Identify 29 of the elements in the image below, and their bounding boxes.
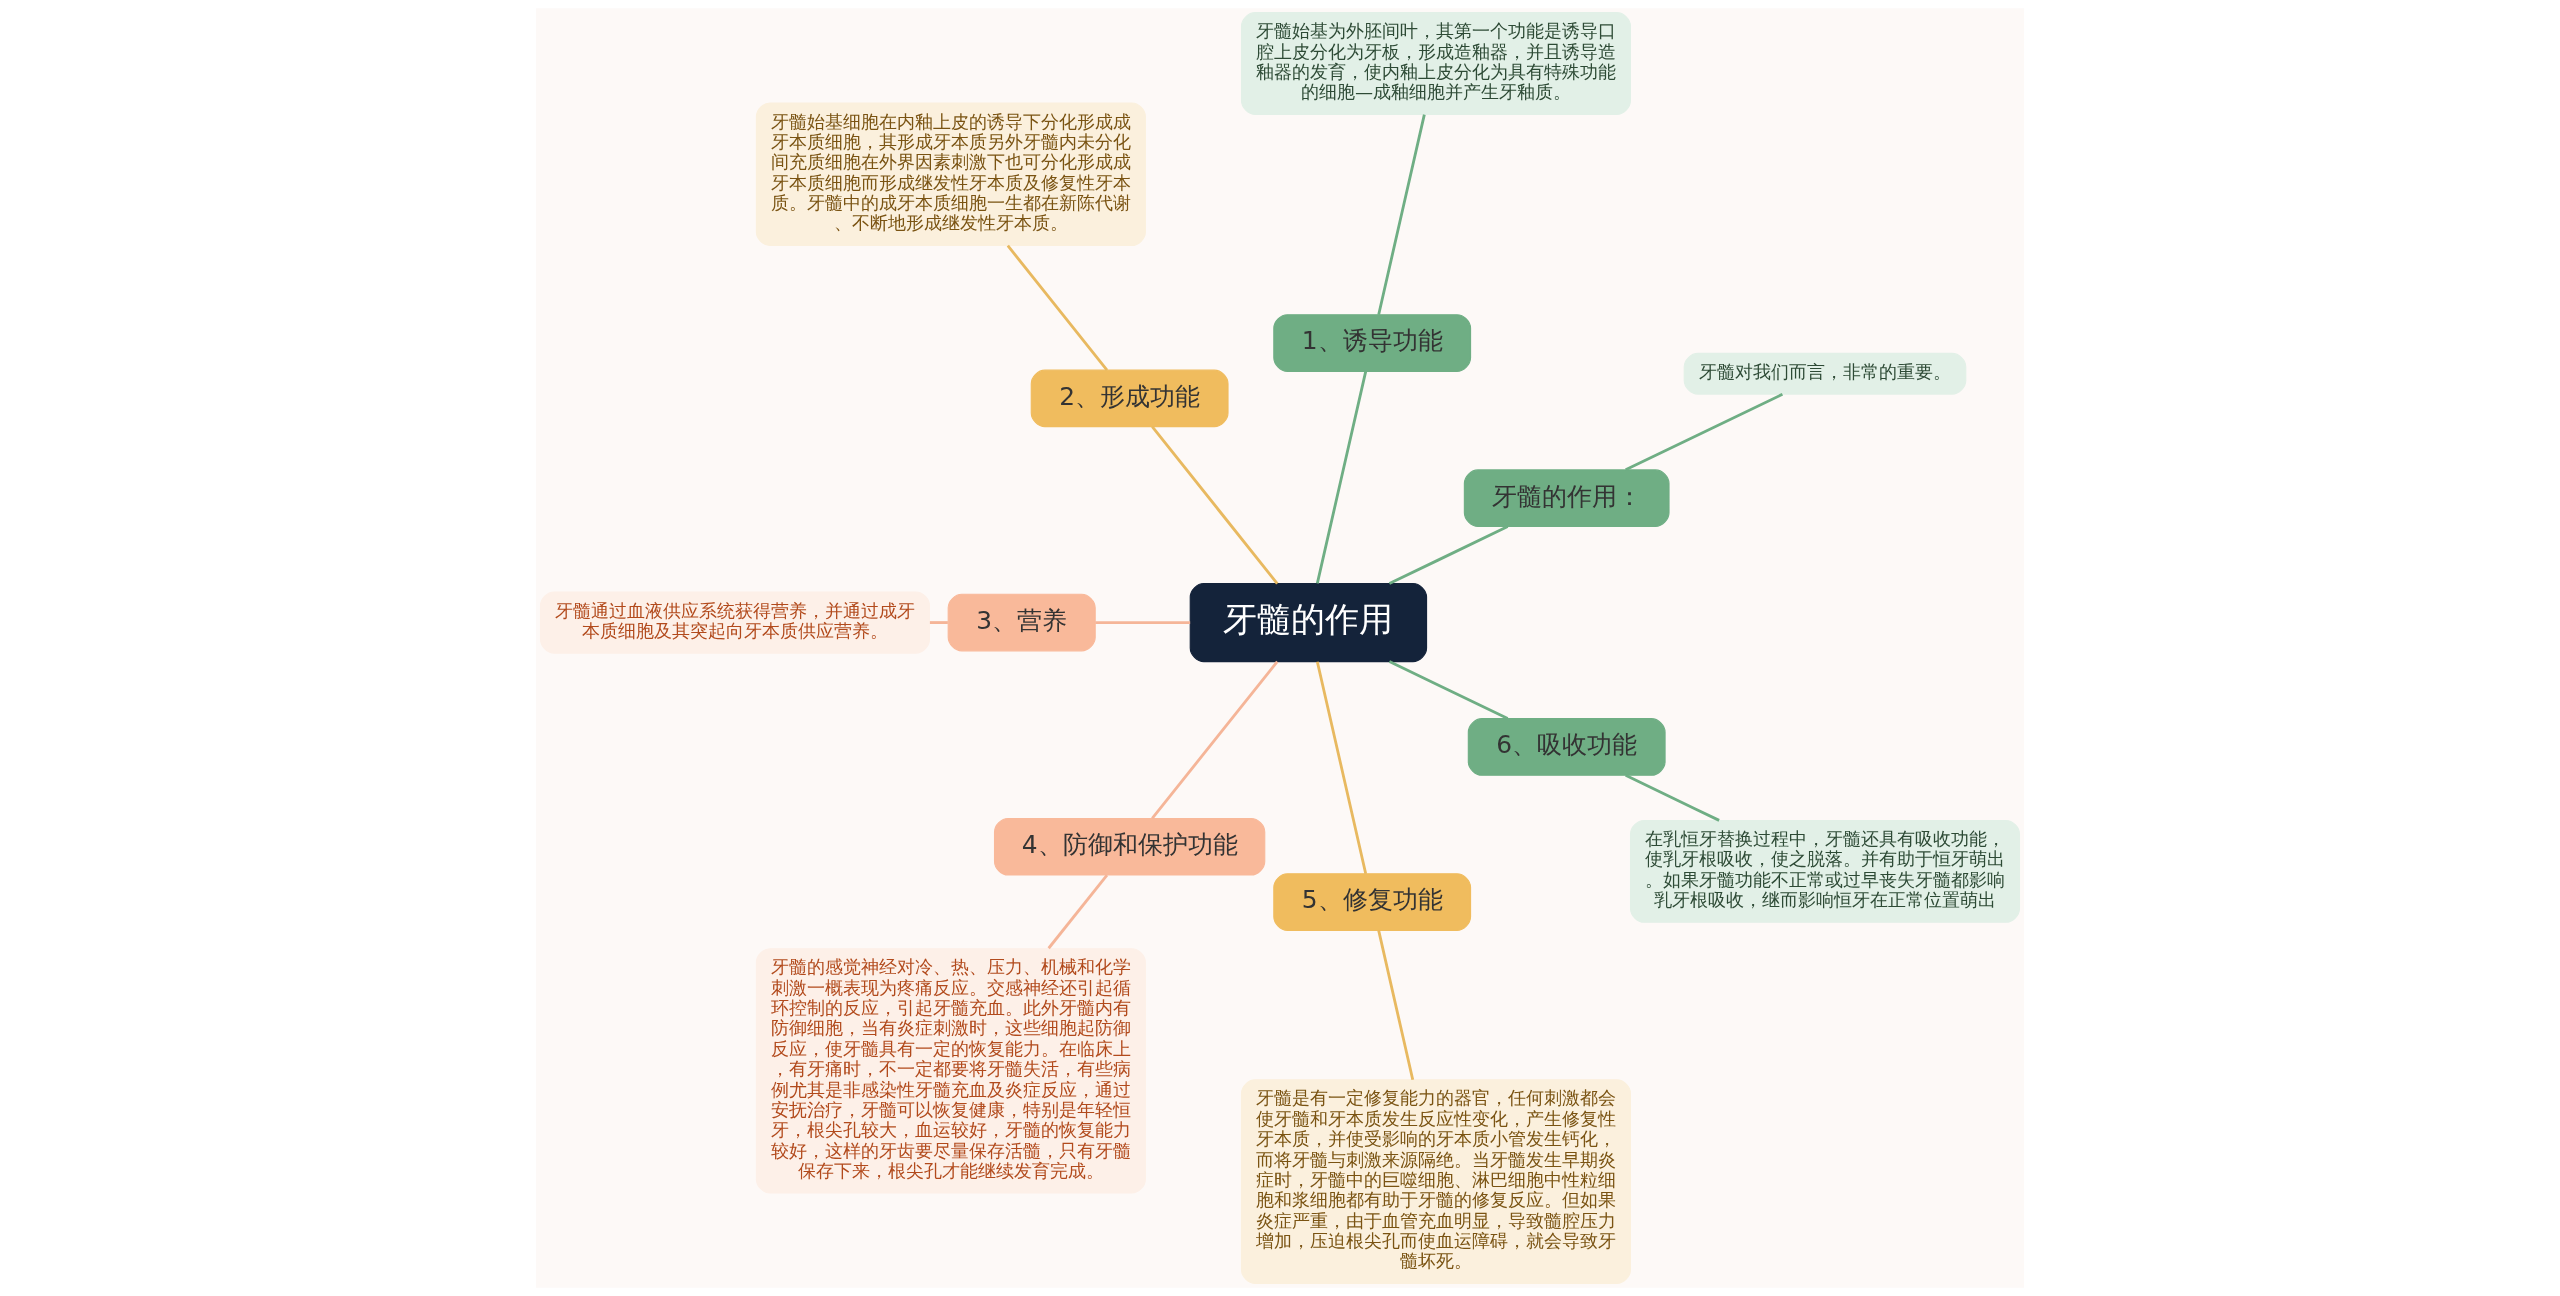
connector xyxy=(1377,930,1415,1081)
connector xyxy=(1377,114,1426,316)
node-box: 牙髓始基为外胚间叶，其第一个功能是诱导口腔上皮分化为牙板，形成造釉器，并且诱导造釉器的发育，使内釉上皮分化为具有特殊功能的细胞—成釉细胞并产生牙釉质。 xyxy=(1240,12,1631,115)
node-box: 5、修复功能 xyxy=(1273,873,1472,931)
node-box: 牙髓对我们而言，非常的重要。 xyxy=(1683,352,1967,395)
connector xyxy=(1388,660,1509,720)
connector xyxy=(1625,393,1784,472)
node-box: 牙髓始基细胞在内釉上皮的诱导下分化形成成牙本质细胞，其形成牙本质另外牙髓内未分化间充质细胞在外界因素刺激下也可分化形成成牙本质细胞而形成继发性牙本质及修复性牙本质。牙髓中的成牙本质细胞一生都在新陈代谢、不断地形成继发性牙本质。 xyxy=(755,102,1146,247)
connector xyxy=(1047,874,1109,950)
connector xyxy=(1315,661,1368,875)
node-box: 牙髓的作用： xyxy=(1463,469,1670,527)
node-box: 牙髓的感觉神经对冷、热、压力、机械和化学刺激一概表现为疼痛反应。交感神经还引起循环控制的反应，引起牙髓充血。此外牙髓内有防御细胞，当有炎症刺激时，这些细胞起防御反应，使牙髓具有一定的恢复能力。在临床上，有牙痛时，不一定都要将牙髓失活，有些病例尤其是非感染性牙髓充血及炎症反应，通过安抚治疗，牙髓可以恢复健康，特别是年轻恒牙，根尖孔较大，血运较好，牙髓的恢复能力较好，这样的牙齿要尽量保存活髓，只有牙髓保存下来，根尖孔才能继续发育完成。 xyxy=(755,948,1146,1194)
node-box: 在乳恒牙替换过程中，牙髓还具有吸收功能，使乳牙根吸收，使之脱落。并有助于恒牙萌出。如果牙髓功能不正常或过早丧失牙髓都影响乳牙根吸收，继而影响恒牙在正常位置萌出 xyxy=(1629,819,2021,923)
connector xyxy=(1151,425,1279,585)
node-box: 6、吸收功能 xyxy=(1467,718,1666,776)
connector xyxy=(1315,371,1368,584)
connector xyxy=(929,621,948,624)
connector xyxy=(1006,244,1109,371)
node-box: 牙髓通过血液供应系统获得营养，并通过成牙本质细胞及其突起向牙本质供应营养。 xyxy=(539,591,931,654)
node-box: 2、形成功能 xyxy=(1030,369,1229,428)
node-box: 牙髓是有一定修复能力的器官，任何刺激都会使牙髓和牙本质发生反应性变化，产生修复性牙本质，并使受影响的牙本质小管发生钙化，而将牙髓与刺激来源隔绝。当牙髓发生早期炎症时，牙髓中的巨噬细胞、淋巴细胞中性粒细胞和浆细胞都有助于牙髓的修复反应。但如果炎症严重，由于血管充血明显，导致髓腔压力增加，压迫根尖孔而使血运障碍，就会导致牙髓坏死。 xyxy=(1240,1079,1631,1284)
connector xyxy=(1095,621,1191,624)
node-box: 牙髓的作用 xyxy=(1189,583,1428,663)
node-box: 3、营养 xyxy=(947,593,1096,652)
connector xyxy=(1625,774,1720,822)
node-box: 4、防御和保护功能 xyxy=(993,817,1266,876)
node-box: 1、诱导功能 xyxy=(1273,314,1472,372)
connector xyxy=(1388,525,1509,585)
connector xyxy=(1151,660,1279,820)
